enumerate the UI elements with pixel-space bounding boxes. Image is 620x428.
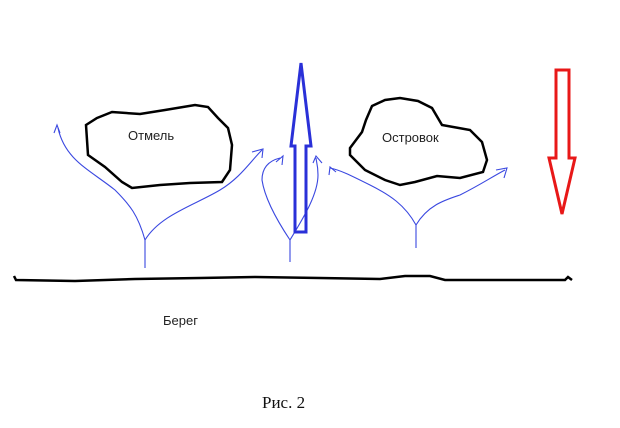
shore-line <box>12 274 573 283</box>
flow-islet-right <box>415 169 506 226</box>
figure-caption: Рис. 2 <box>262 393 306 412</box>
flow-mid-right <box>289 157 319 241</box>
islet-label: Островок <box>382 130 439 145</box>
shoal-label: Отмель <box>128 128 175 143</box>
flow-lines <box>53 123 508 268</box>
shore-label: Берег <box>163 313 198 328</box>
flow-islet-right-arrowhead <box>495 167 508 179</box>
flow-left-branch <box>57 127 146 241</box>
flow-right-arrowhead <box>251 148 264 159</box>
flow-right-branch <box>144 149 263 241</box>
rip-current-arrow-up <box>289 62 313 234</box>
flow-islet-left-arrowhead <box>328 165 337 176</box>
flow-left-arrowhead <box>53 123 61 134</box>
islet-outline <box>348 96 489 187</box>
flow-mid-left-arrowhead <box>275 154 284 166</box>
flow-mid-right-arrowhead <box>312 154 323 164</box>
flow-islet-left <box>329 167 417 226</box>
shoal-outline <box>84 103 234 190</box>
flow-mid-left <box>261 157 291 241</box>
incoming-wave-arrow-down <box>547 68 577 215</box>
